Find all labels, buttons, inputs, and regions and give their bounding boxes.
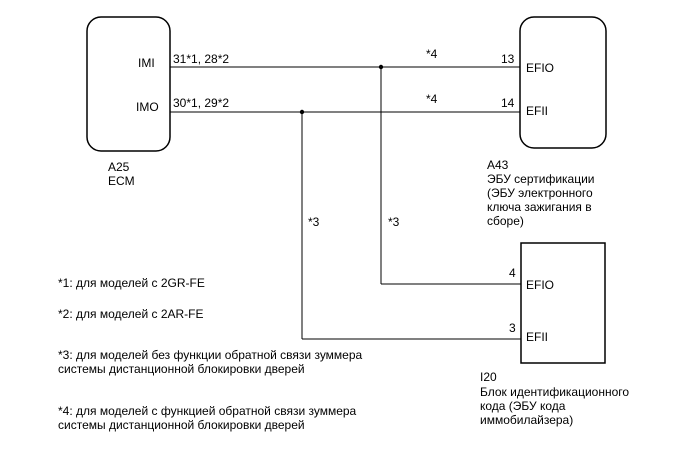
ecm-imi-pin-numbers: 31*1, 28*2 xyxy=(173,52,230,66)
ecm-name: ECM xyxy=(108,174,135,188)
cert-ecu-name: ЭБУ сертификации (ЭБУ электронного ключа… xyxy=(487,172,595,228)
cert-efio-label: EFIO xyxy=(526,61,555,75)
wire-mark-top-a: *4 xyxy=(426,47,438,61)
cert-efii-pin-number: 14 xyxy=(501,96,515,110)
junction-efii xyxy=(299,109,305,115)
cert-ecu-box xyxy=(519,16,607,149)
ecm-imo-pin-numbers: 30*1, 29*2 xyxy=(173,96,230,110)
wire-mark-branch-right: *3 xyxy=(388,215,400,229)
id-efii-label: EFII xyxy=(526,330,549,344)
ecm-imo-label: IMO xyxy=(136,100,159,114)
id-box-name: Блок идентификационного кода (ЭБУ кода и… xyxy=(480,385,630,427)
ecm-imi-label: IMI xyxy=(138,56,155,70)
cert-ecu-code: A43 xyxy=(487,158,509,172)
cert-efii-label: EFII xyxy=(526,104,549,118)
junction-efio xyxy=(378,64,384,70)
note-1: *1: для моделей с 2GR-FE xyxy=(58,276,205,290)
id-box-code: I20 xyxy=(480,370,497,384)
wire-mark-top-b: *4 xyxy=(426,92,438,106)
id-efii-pin-number: 3 xyxy=(509,321,516,335)
ecm-code: A25 xyxy=(108,160,130,174)
note-3: *3: для моделей без функции обратной свя… xyxy=(58,348,363,376)
note-2: *2: для моделей с 2AR-FE xyxy=(58,307,204,321)
note-4: *4: для моделей с функцией обратной связ… xyxy=(58,404,357,432)
cert-efio-pin-number: 13 xyxy=(501,52,515,66)
wire-mark-branch-left: *3 xyxy=(308,215,320,229)
id-efio-label: EFIO xyxy=(526,278,555,292)
id-efio-pin-number: 4 xyxy=(509,266,516,280)
ecm-box xyxy=(86,16,171,152)
id-box xyxy=(520,242,606,364)
